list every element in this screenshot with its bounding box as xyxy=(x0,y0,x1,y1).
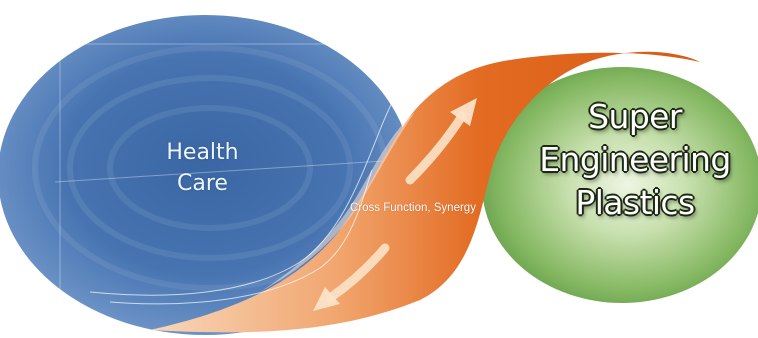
super-engineering-plastics-oval xyxy=(482,67,758,303)
cross-function-band xyxy=(150,51,700,333)
cross-function-synergy-label: Cross Function, Synergy xyxy=(350,202,476,214)
arrow-down-left-icon xyxy=(313,243,390,311)
arrow-up-right-icon xyxy=(405,98,477,185)
health-care-label: Health Care xyxy=(166,140,239,196)
swoosh-lines xyxy=(89,77,413,305)
cross-function-band-highlight xyxy=(260,112,415,292)
blue-oval-guides xyxy=(52,40,410,300)
super-engineering-plastics-label: Super Engineering Plastics xyxy=(539,97,731,222)
